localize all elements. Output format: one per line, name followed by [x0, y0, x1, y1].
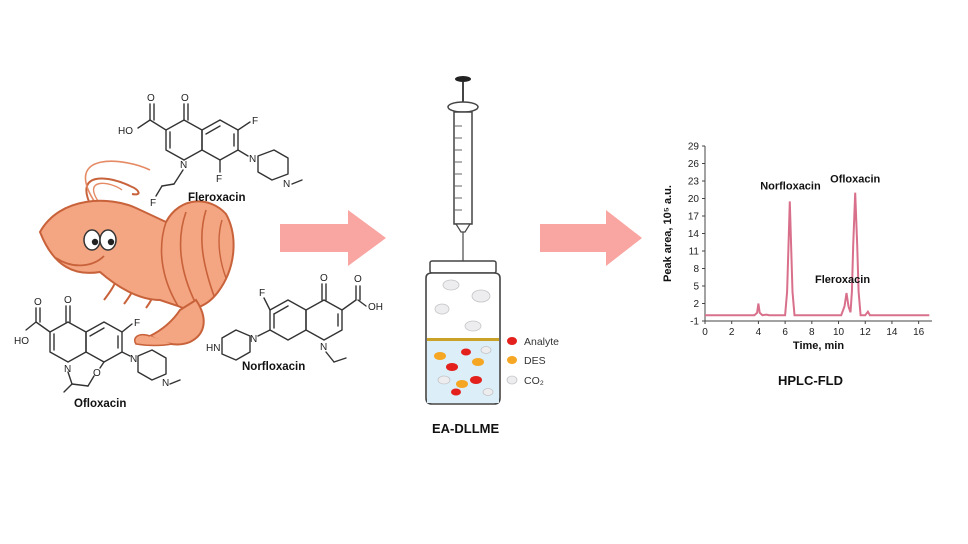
chromatogram-trace — [705, 192, 930, 317]
y-tick-label: 20 — [688, 194, 700, 205]
y-tick-label: 17 — [688, 212, 700, 223]
norfloxacin-oh-atom: OH — [368, 302, 383, 313]
legend-analyte-swatch — [507, 337, 517, 345]
svg-text:O: O — [147, 93, 155, 104]
shrimp-eyes — [83, 229, 117, 251]
legend-des-swatch — [507, 356, 517, 364]
ea-dllme-label: EA-DLLME — [432, 421, 499, 436]
x-tick-label: 0 — [702, 327, 708, 338]
hplc-chromatogram: -1 2 5 8 11 14 17 20 23 26 29 0 2 4 6 8 10 12 14 16 Norflo… — [662, 142, 932, 352]
fleroxacin-f-chain-atom: F — [150, 198, 156, 209]
ofloxacin-n1-atom: N — [64, 364, 71, 375]
fleroxacin-n-methyl-atom: N — [283, 179, 290, 190]
shrimp-illustration — [38, 160, 235, 347]
x-tick-label: 6 — [782, 327, 788, 338]
y-tick-label: 29 — [688, 142, 700, 153]
y-axis-label: Peak area, 10⁵ a.u. — [662, 185, 674, 282]
peak-label-norfloxacin: Norfloxacin — [760, 180, 821, 192]
legend-analyte-label: Analyte — [524, 336, 559, 348]
y-tick-label: 14 — [688, 229, 700, 240]
norfloxacin-hn-atom: HN — [206, 343, 220, 354]
x-tick-label: 16 — [913, 327, 925, 338]
fleroxacin-f-top-atom: F — [252, 116, 258, 127]
ofloxacin-n-methyl-atom: N — [162, 378, 169, 389]
peak-label-ofloxacin: Ofloxacin — [830, 174, 880, 186]
ofloxacin-name: Ofloxacin — [74, 398, 126, 410]
norfloxacin-n1-atom: N — [320, 342, 327, 353]
y-tick-label: 26 — [688, 159, 700, 170]
extraction-legend: Analyte DES CO₂ — [506, 336, 559, 387]
y-tick-label: 11 — [689, 247, 700, 258]
peak-label-fleroxacin: Fleroxacin — [815, 274, 870, 286]
y-tick-label: 23 — [688, 177, 700, 188]
fleroxacin-f-side-atom: F — [216, 174, 222, 185]
extraction-vial — [425, 260, 501, 405]
ofloxacin-o-ring-atom: O — [93, 368, 101, 379]
ofloxacin-ho-atom: HO — [14, 336, 29, 347]
svg-text:O: O — [34, 297, 42, 308]
legend-co2-swatch — [506, 375, 518, 385]
fleroxacin-n1-atom: N — [180, 160, 187, 171]
x-tick-label: 12 — [860, 327, 872, 338]
ofloxacin-n-pip-atom: N — [130, 354, 137, 365]
svg-text:O: O — [354, 274, 362, 285]
svg-text:O: O — [64, 295, 72, 306]
y-tick-label: -1 — [690, 317, 699, 328]
y-tick-label: 8 — [693, 264, 699, 275]
x-tick-label: 8 — [809, 327, 815, 338]
fleroxacin-oxo-atom: O — [181, 93, 189, 104]
fleroxacin-ho-atom: HO — [118, 126, 133, 137]
syringe-illustration — [447, 76, 479, 366]
x-tick-label: 10 — [833, 327, 845, 338]
fleroxacin-name: Fleroxacin — [188, 192, 246, 204]
legend-des-label: DES — [524, 355, 546, 367]
legend-co2-label: CO₂ — [524, 375, 544, 387]
ofloxacin-f-atom: F — [134, 318, 140, 329]
hplc-fld-label: HPLC-FLD — [778, 373, 843, 388]
norfloxacin-f-atom: F — [259, 288, 265, 299]
x-tick-label: 2 — [729, 327, 735, 338]
x-axis-label: Time, min — [793, 340, 844, 352]
y-tick-label: 2 — [693, 299, 699, 310]
process-arrow-1 — [280, 210, 386, 266]
norfloxacin-n-pip-atom: N — [250, 334, 257, 345]
x-tick-label: 4 — [756, 327, 762, 338]
process-arrow-2 — [540, 210, 642, 266]
x-tick-label: 14 — [886, 327, 898, 338]
norfloxacin-name: Norfloxacin — [242, 361, 305, 373]
norfloxacin-structure: O O OH F N N HN Norfloxacin — [206, 273, 383, 373]
fleroxacin-structure: O O HO F F N F N N Fleroxacin — [118, 93, 303, 209]
y-tick-label: 5 — [693, 282, 699, 293]
ofloxacin-structure: O O HO F N O N N Ofloxacin — [14, 295, 181, 410]
svg-text:O: O — [320, 273, 328, 284]
fleroxacin-n-pip-atom: N — [249, 154, 256, 165]
